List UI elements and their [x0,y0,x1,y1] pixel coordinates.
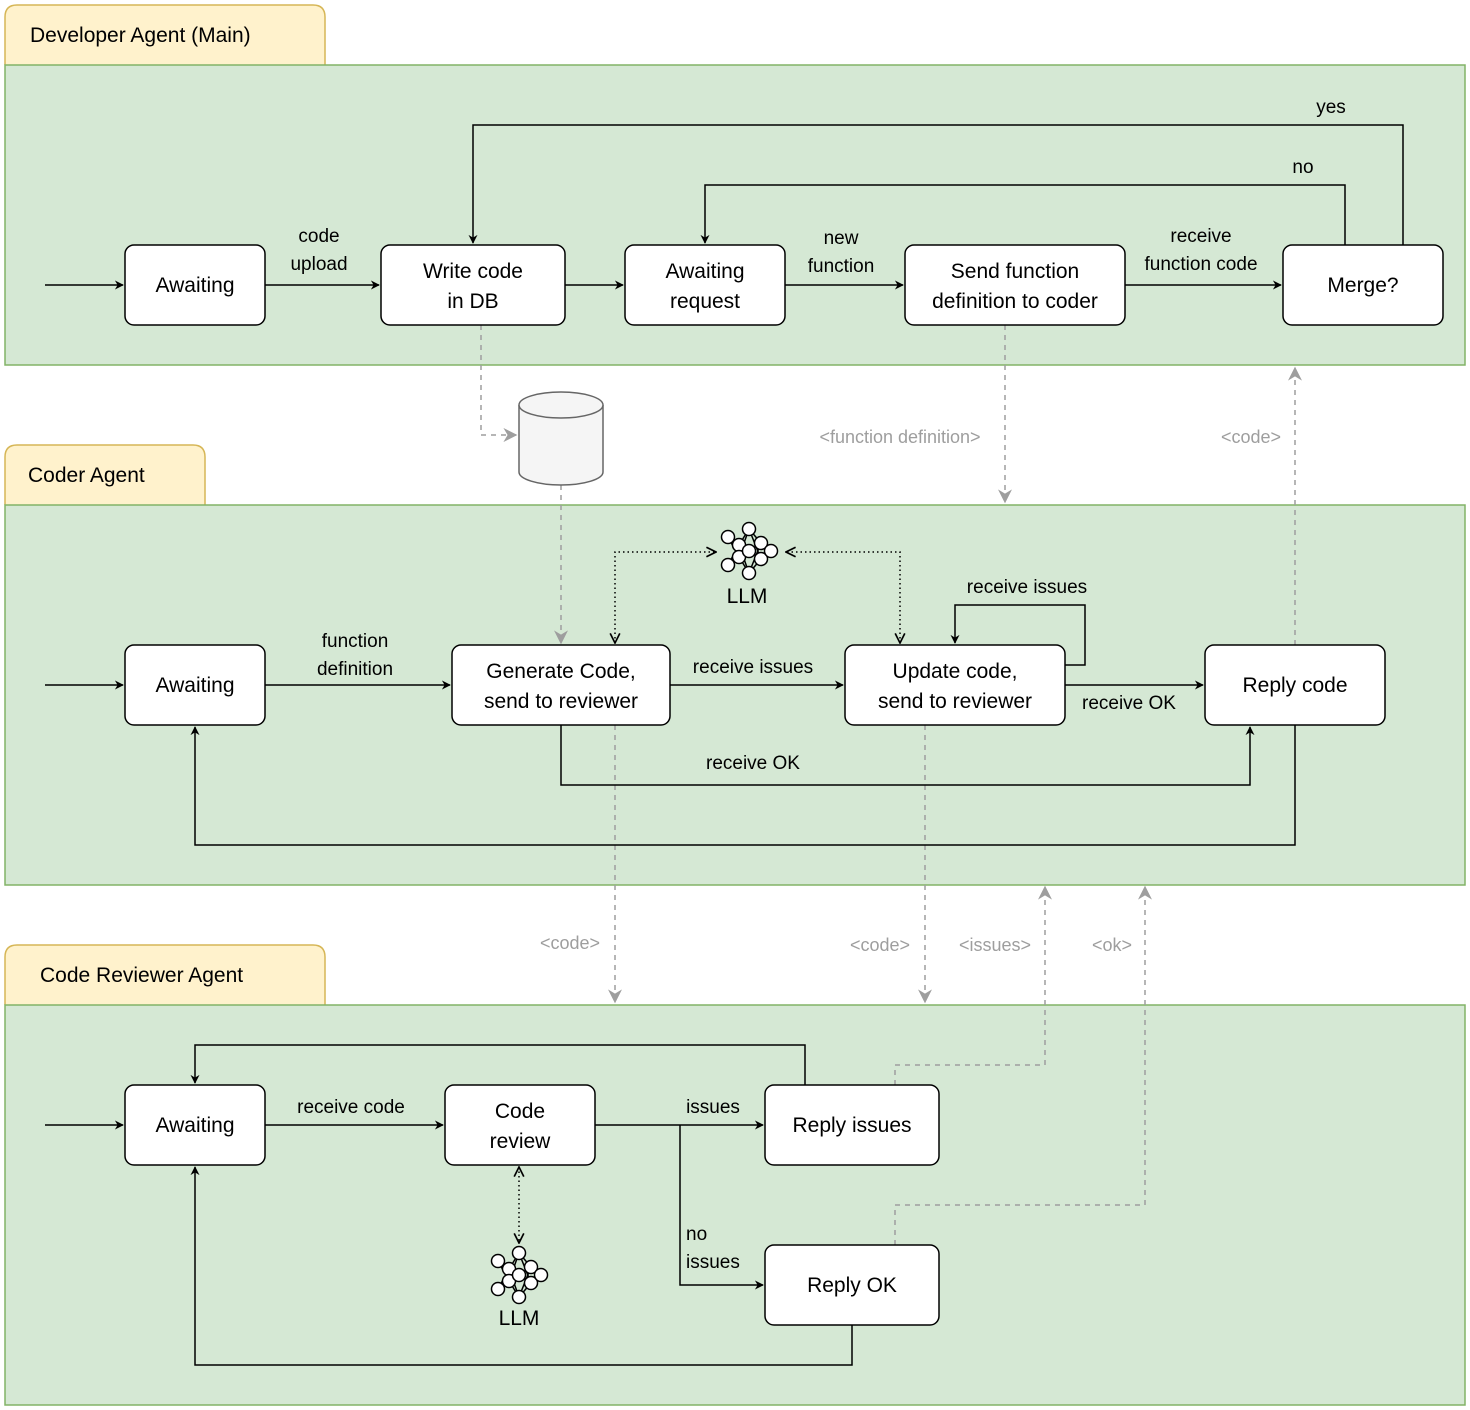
database-cylinder-icon [518,391,604,486]
coder-lane-title: Coder Agent [28,464,145,487]
svg-text:Reply code: Reply code [1242,674,1347,697]
neural-network-icon [490,1245,549,1305]
svg-text:Code: Code [495,1100,545,1123]
svg-text:definition to coder: definition to coder [932,290,1098,313]
neural-network-icon [720,521,779,581]
function-definition-label: function [322,631,389,652]
issues-to-coder-flow [894,885,1052,1085]
issues-to-awaiting-arrow [190,1044,806,1085]
reply-to-awaiting-arrow [190,725,1296,846]
receive-code-label: receive code [297,1097,405,1118]
send-function-node[interactable]: Send function definition to coder [904,244,1126,326]
receive-function-code-label: receive [1170,226,1231,247]
svg-text:send to reviewer: send to reviewer [878,690,1032,713]
merge-no-arrow [700,184,1346,245]
update-llm-link [786,552,900,643]
receive-ok-right-label: receive OK [1082,693,1176,714]
coder-awaiting-node[interactable]: Awaiting [124,644,266,726]
ok-to-coder-flow [894,885,1152,1245]
svg-text:Merge?: Merge? [1327,274,1398,297]
receive-issues-loop-label: receive issues [967,577,1087,598]
new-function-label-line2: function [808,256,875,277]
receive-function-code-label-line2: function code [1144,254,1257,275]
developer-lane-title: Developer Agent (Main) [30,24,251,47]
code-upload-label-line2: upload [290,254,347,275]
svg-text:Awaiting: Awaiting [156,674,235,697]
receive-ok-bottom-label: receive OK [706,753,800,774]
ok-message: <ok> [1092,935,1132,955]
coder-labels: function definition receive issues recei… [317,577,1176,774]
no-issues-label-line2: issues [686,1252,740,1273]
svg-text:Generate Code,: Generate Code, [486,660,635,683]
reviewer-flows [45,1044,853,1366]
dev-awaiting-node[interactable]: Awaiting [124,244,266,326]
reviewer-lane-title: Code Reviewer Agent [40,964,243,987]
developer-labels: code upload new function receive functio… [290,97,1345,277]
svg-text:Reply OK: Reply OK [807,1274,897,1297]
reviewer-llm-label: LLM [499,1307,540,1330]
awaiting-request-node[interactable]: Awaiting request [624,244,786,326]
svg-text:Awaiting: Awaiting [156,1114,235,1137]
developer-lane-tab [4,4,326,65]
ok-to-awaiting-arrow [190,1166,853,1366]
no-issues-label: no [686,1224,707,1245]
code-to-dev-message: <code> [1221,427,1281,447]
coder-lane-tab [4,444,206,505]
svg-text:Update code,: Update code, [893,660,1018,683]
reply-ok-node[interactable]: Reply OK [764,1244,940,1326]
yes-label: yes [1316,97,1346,118]
generate-llm-link [615,552,716,643]
reviewer-lane-body [4,1004,1466,1406]
code-review-node[interactable]: Code review [444,1084,596,1166]
svg-text:Awaiting: Awaiting [666,260,745,283]
receive-issues-label: receive issues [693,657,813,678]
issues-label: issues [686,1097,740,1118]
merge-yes-arrow [468,124,1404,245]
reviewer-labels: receive code issues no issues [297,1097,740,1273]
generate-code-node[interactable]: Generate Code, send to reviewer [451,644,671,726]
coder-flows [45,552,1296,846]
generate-ok-to-reply-arrow [560,725,1255,786]
svg-text:Awaiting: Awaiting [156,274,235,297]
function-definition-label-line2: definition [317,659,393,680]
code-upload-label: code [298,226,339,247]
coder-llm-label: LLM [727,585,768,608]
update-code-node[interactable]: Update code, send to reviewer [844,644,1066,726]
generate-code-message: <code> [540,933,600,953]
reviewer-awaiting-node[interactable]: Awaiting [124,1084,266,1166]
svg-text:Write code: Write code [423,260,523,283]
function-definition-message: <function definition> [819,427,980,447]
svg-text:Reply issues: Reply issues [792,1114,911,1137]
svg-text:in DB: in DB [447,290,498,313]
write-to-db-flow [480,325,518,442]
no-label: no [1292,157,1313,178]
review-to-ok-arrow [679,1125,764,1290]
svg-text:send to reviewer: send to reviewer [484,690,638,713]
issues-message: <issues> [959,935,1031,955]
svg-text:Send function: Send function [951,260,1079,283]
developer-flows [45,124,1404,290]
update-code-message: <code> [850,935,910,955]
merge-node[interactable]: Merge? [1282,244,1444,326]
reply-issues-node[interactable]: Reply issues [764,1084,940,1166]
data-flows: <function definition> <code> <code> <cod… [480,325,1302,1245]
new-function-label: new [824,228,859,249]
reviewer-lane: Code Reviewer Agent [4,944,1466,1406]
update-self-loop-arrow [950,604,1086,666]
svg-text:request: request [670,290,740,313]
write-code-node[interactable]: Write code in DB [380,244,566,326]
reviewer-lane-tab [4,944,326,1005]
reply-code-node[interactable]: Reply code [1204,644,1386,726]
svg-text:review: review [490,1130,552,1153]
